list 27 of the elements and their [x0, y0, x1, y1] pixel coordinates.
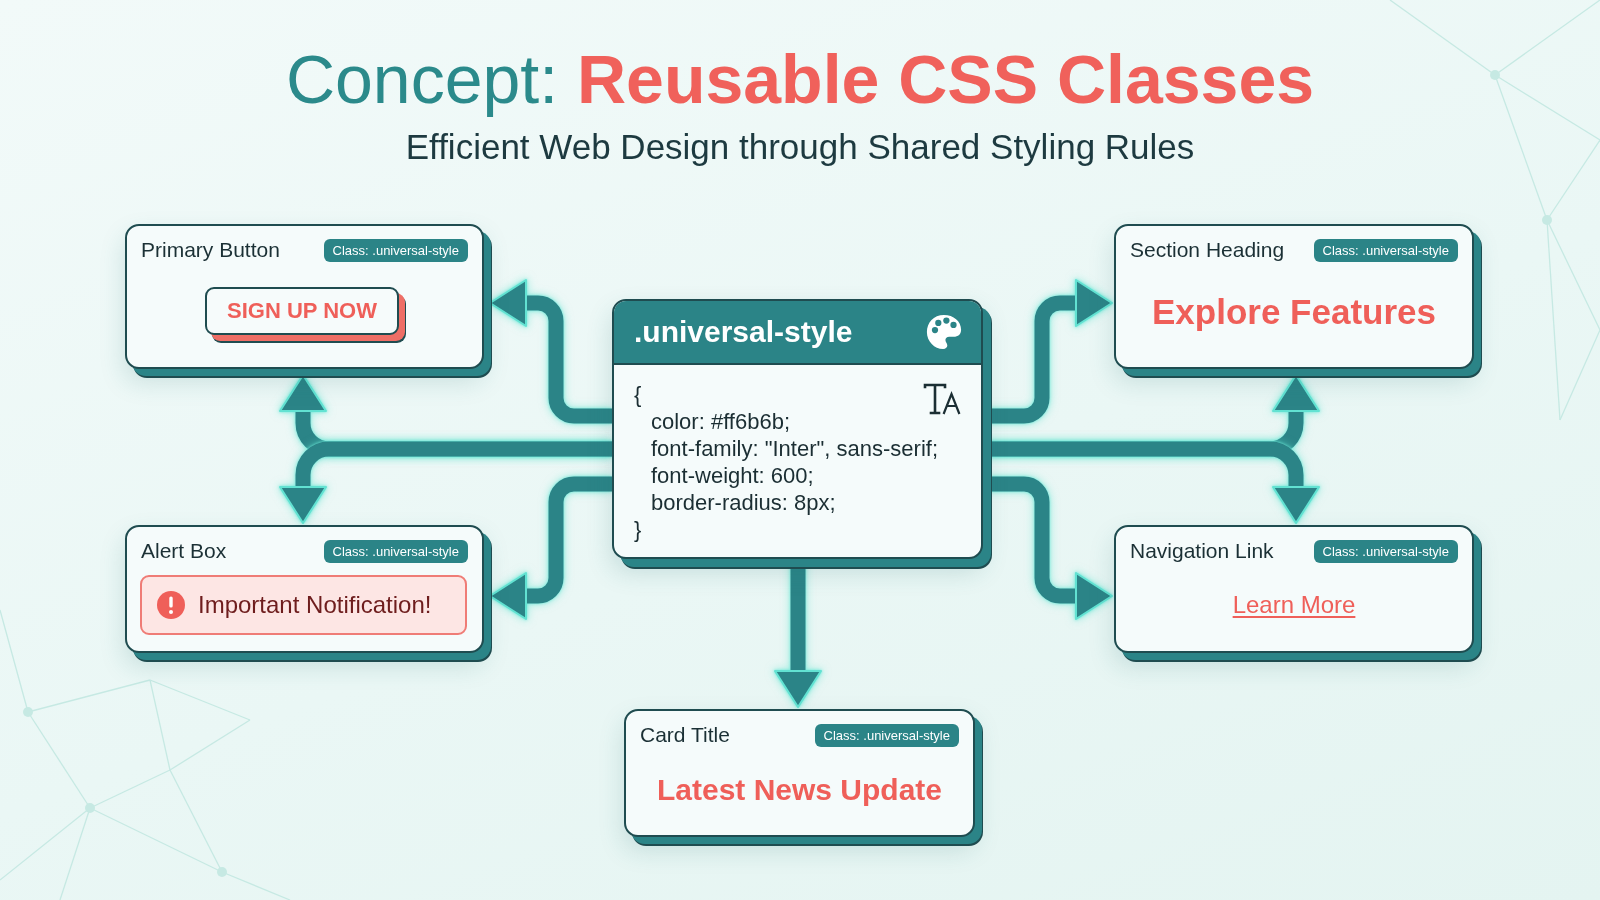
sample-card-title: Latest News Update	[656, 773, 943, 807]
sample-link: Learn More	[1232, 591, 1356, 619]
code-line: font-weight: 600;	[651, 462, 814, 489]
code-line: font-family: "Inter", sans-serif;	[651, 435, 939, 462]
card-title: Alert Box	[141, 538, 227, 563]
class-tag: Class: .universal-style	[323, 540, 468, 563]
code-line: }	[634, 516, 642, 543]
class-tag: Class: .universal-style	[1313, 540, 1458, 563]
code-line: color: #ff6b6b;	[651, 408, 791, 435]
alert-box	[140, 575, 467, 635]
sample-heading: Explore Features	[1152, 292, 1436, 332]
card-title: Primary Button	[141, 237, 280, 262]
alert-message: Important Notification!	[198, 591, 432, 619]
title-text: Concept: Reusable CSS Classes	[285, 41, 1315, 117]
card-title: Navigation Link	[1130, 538, 1274, 563]
code-line: border-radius: 8px;	[651, 489, 836, 516]
subtitle-text: Efficient Web Design through Shared Styling Rules	[405, 127, 1195, 166]
code-line: {	[634, 381, 642, 408]
class-tag: Class: .universal-style	[1313, 239, 1458, 262]
card-title: Section Heading	[1130, 237, 1285, 262]
branching-arrow	[279, 441, 612, 524]
class-tag: Class: .universal-style	[814, 724, 959, 747]
curved-arrow	[489, 476, 612, 620]
class-name: .universal-style	[634, 315, 853, 349]
card-title: Card Title	[640, 722, 730, 747]
class-tag: Class: .universal-style	[323, 239, 468, 262]
curved-arrow	[489, 279, 612, 424]
